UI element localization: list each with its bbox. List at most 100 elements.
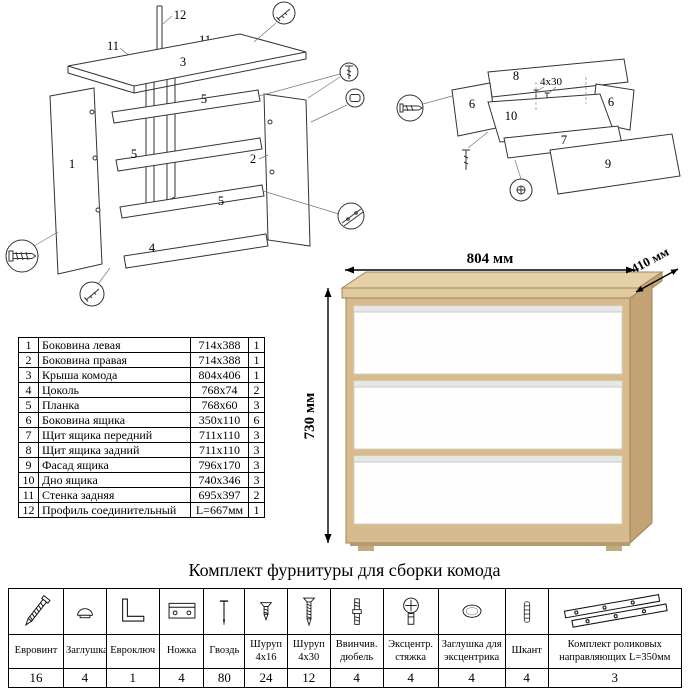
screw-callout-icon <box>339 62 359 82</box>
table-row: 1 Боковина левая 714x388 1 <box>18 337 265 353</box>
hardware-name: Шуруп 4x16 <box>244 634 288 669</box>
threaded-dowel-icon <box>351 597 362 625</box>
part-label: 4 <box>149 241 156 255</box>
dresser-foot <box>606 546 622 551</box>
dresser-top-surface <box>340 271 664 289</box>
part-qty: 1 <box>248 337 265 353</box>
table-row: 9 Фасад ящика 796x170 3 <box>18 457 265 473</box>
hardware-name: Евровинт <box>8 634 64 669</box>
part-size: 714x388 <box>190 337 249 353</box>
part-number: 1 <box>18 337 39 353</box>
table-row: 4 Цоколь 768x74 2 <box>18 382 265 398</box>
part-number: 7 <box>18 427 39 443</box>
part-label: 1 <box>69 157 75 171</box>
part-label: 5 <box>201 92 207 106</box>
drawer-front <box>353 455 623 525</box>
hexkey-icon <box>121 598 145 622</box>
hardware-qty: 3 <box>547 668 683 688</box>
foot-icon <box>168 602 195 619</box>
hardware-name: Эксцентр. стяжка <box>382 634 439 669</box>
part-qty: 3 <box>248 397 265 413</box>
hardware-qty: 1 <box>105 668 160 688</box>
hardware-icon-cell <box>286 588 331 635</box>
hardware-name: Комплект роликовых направляющих L=350мм <box>547 634 683 669</box>
part-label: 8 <box>513 69 519 83</box>
table-row: 8 Щит ящика задний 711x110 3 <box>18 442 265 458</box>
part-label: 9 <box>605 157 611 171</box>
hardware-icon-cell <box>158 588 205 635</box>
part-size: 804x406 <box>190 367 249 383</box>
hardware-names-row: Евровинт Заглушка Евроключ Ножка Гвоздь … <box>8 634 683 669</box>
plank-parts <box>111 89 265 219</box>
part-name: Боковина левая <box>38 337 191 353</box>
carcass-exploded-diagram: 12 11 11 3 1 2 <box>5 1 365 307</box>
hardware-name: Ножка <box>158 634 205 669</box>
part-qty: 3 <box>248 442 265 458</box>
vertical-screw-icon <box>462 149 470 170</box>
wood-dowel-icon <box>523 600 530 623</box>
hardware-qtys-row: 16 4 1 4 80 24 12 4 4 4 4 3 <box>8 668 683 688</box>
part-name: Цоколь <box>38 382 191 398</box>
part-label: 5 <box>218 194 224 208</box>
cap-icon <box>77 607 93 618</box>
hardware-name: Шкант <box>504 634 549 669</box>
nail-icon <box>220 599 229 625</box>
part-number: 6 <box>18 412 39 428</box>
part-qty: 3 <box>248 472 265 488</box>
part-qty: 6 <box>248 412 265 428</box>
roller-guides-icon <box>563 593 668 628</box>
drawer-handle-groove <box>354 306 622 312</box>
left-side-part <box>49 87 103 275</box>
hardware-icon-cell <box>382 588 439 635</box>
part-size: 714x388 <box>190 352 249 368</box>
part-size: 740x346 <box>190 472 249 488</box>
cam-cap-icon <box>462 604 482 618</box>
drawer-facade-part <box>549 133 681 195</box>
hardware-name: Шуруп 4x30 <box>286 634 331 669</box>
part-label: 3 <box>180 55 186 69</box>
table-row: 2 Боковина правая 714x388 1 <box>18 352 265 368</box>
hardware-qty: 16 <box>8 668 64 688</box>
part-name: Планка <box>38 397 191 413</box>
part-size: 768x74 <box>190 382 249 398</box>
part-size: 768x60 <box>190 397 249 413</box>
part-number: 3 <box>18 367 39 383</box>
hardware-icon-cell <box>329 588 384 635</box>
hardware-qty: 4 <box>62 668 107 688</box>
part-qty: 1 <box>248 367 265 383</box>
part-label: 2 <box>250 152 256 166</box>
parts-table: 1 Боковина левая 714x388 1 2 Боковина пр… <box>18 337 265 518</box>
hardware-icon-cell <box>547 588 683 635</box>
hardware-name: Заглушка <box>62 634 107 669</box>
hardware-qty: 4 <box>158 668 205 688</box>
drawer-front <box>353 380 623 450</box>
hardware-table: Евровинт Заглушка Евроключ Ножка Гвоздь … <box>8 588 683 688</box>
dowel-screw-callout-icon <box>396 94 424 122</box>
screw-callout-icon <box>272 1 296 25</box>
dowel-callout-icon <box>345 88 365 108</box>
width-dimension-label: 804 мм <box>467 251 514 267</box>
hardware-qty: 12 <box>286 668 331 688</box>
depth-dimension-arrow <box>635 268 679 293</box>
part-qty: 3 <box>248 427 265 443</box>
hardware-name: Заглушка для эксцентрика <box>437 634 506 669</box>
part-name: Боковина правая <box>38 352 191 368</box>
hardware-name: Ввинчив. дюбель <box>329 634 384 669</box>
part-size: 796x170 <box>190 457 249 473</box>
drawer-fronts <box>353 305 623 525</box>
part-label: 5 <box>131 147 137 161</box>
hardware-qty: 24 <box>244 668 288 688</box>
part-qty: 2 <box>248 487 265 503</box>
part-number: 10 <box>18 472 39 488</box>
part-name: Щит ящика передний <box>38 427 191 443</box>
table-row: 3 Крыша комода 804x406 1 <box>18 367 265 383</box>
hardware-icon-cell <box>437 588 506 635</box>
hardware-icon-cell <box>8 588 64 635</box>
part-size: 350x110 <box>190 412 249 428</box>
drawer-handle-groove <box>354 381 622 387</box>
screw-4x16-icon <box>259 601 273 621</box>
part-name: Крыша комода <box>38 367 191 383</box>
part-number: 4 <box>18 382 39 398</box>
part-label: 7 <box>561 133 567 147</box>
part-size: 695x397 <box>190 487 249 503</box>
